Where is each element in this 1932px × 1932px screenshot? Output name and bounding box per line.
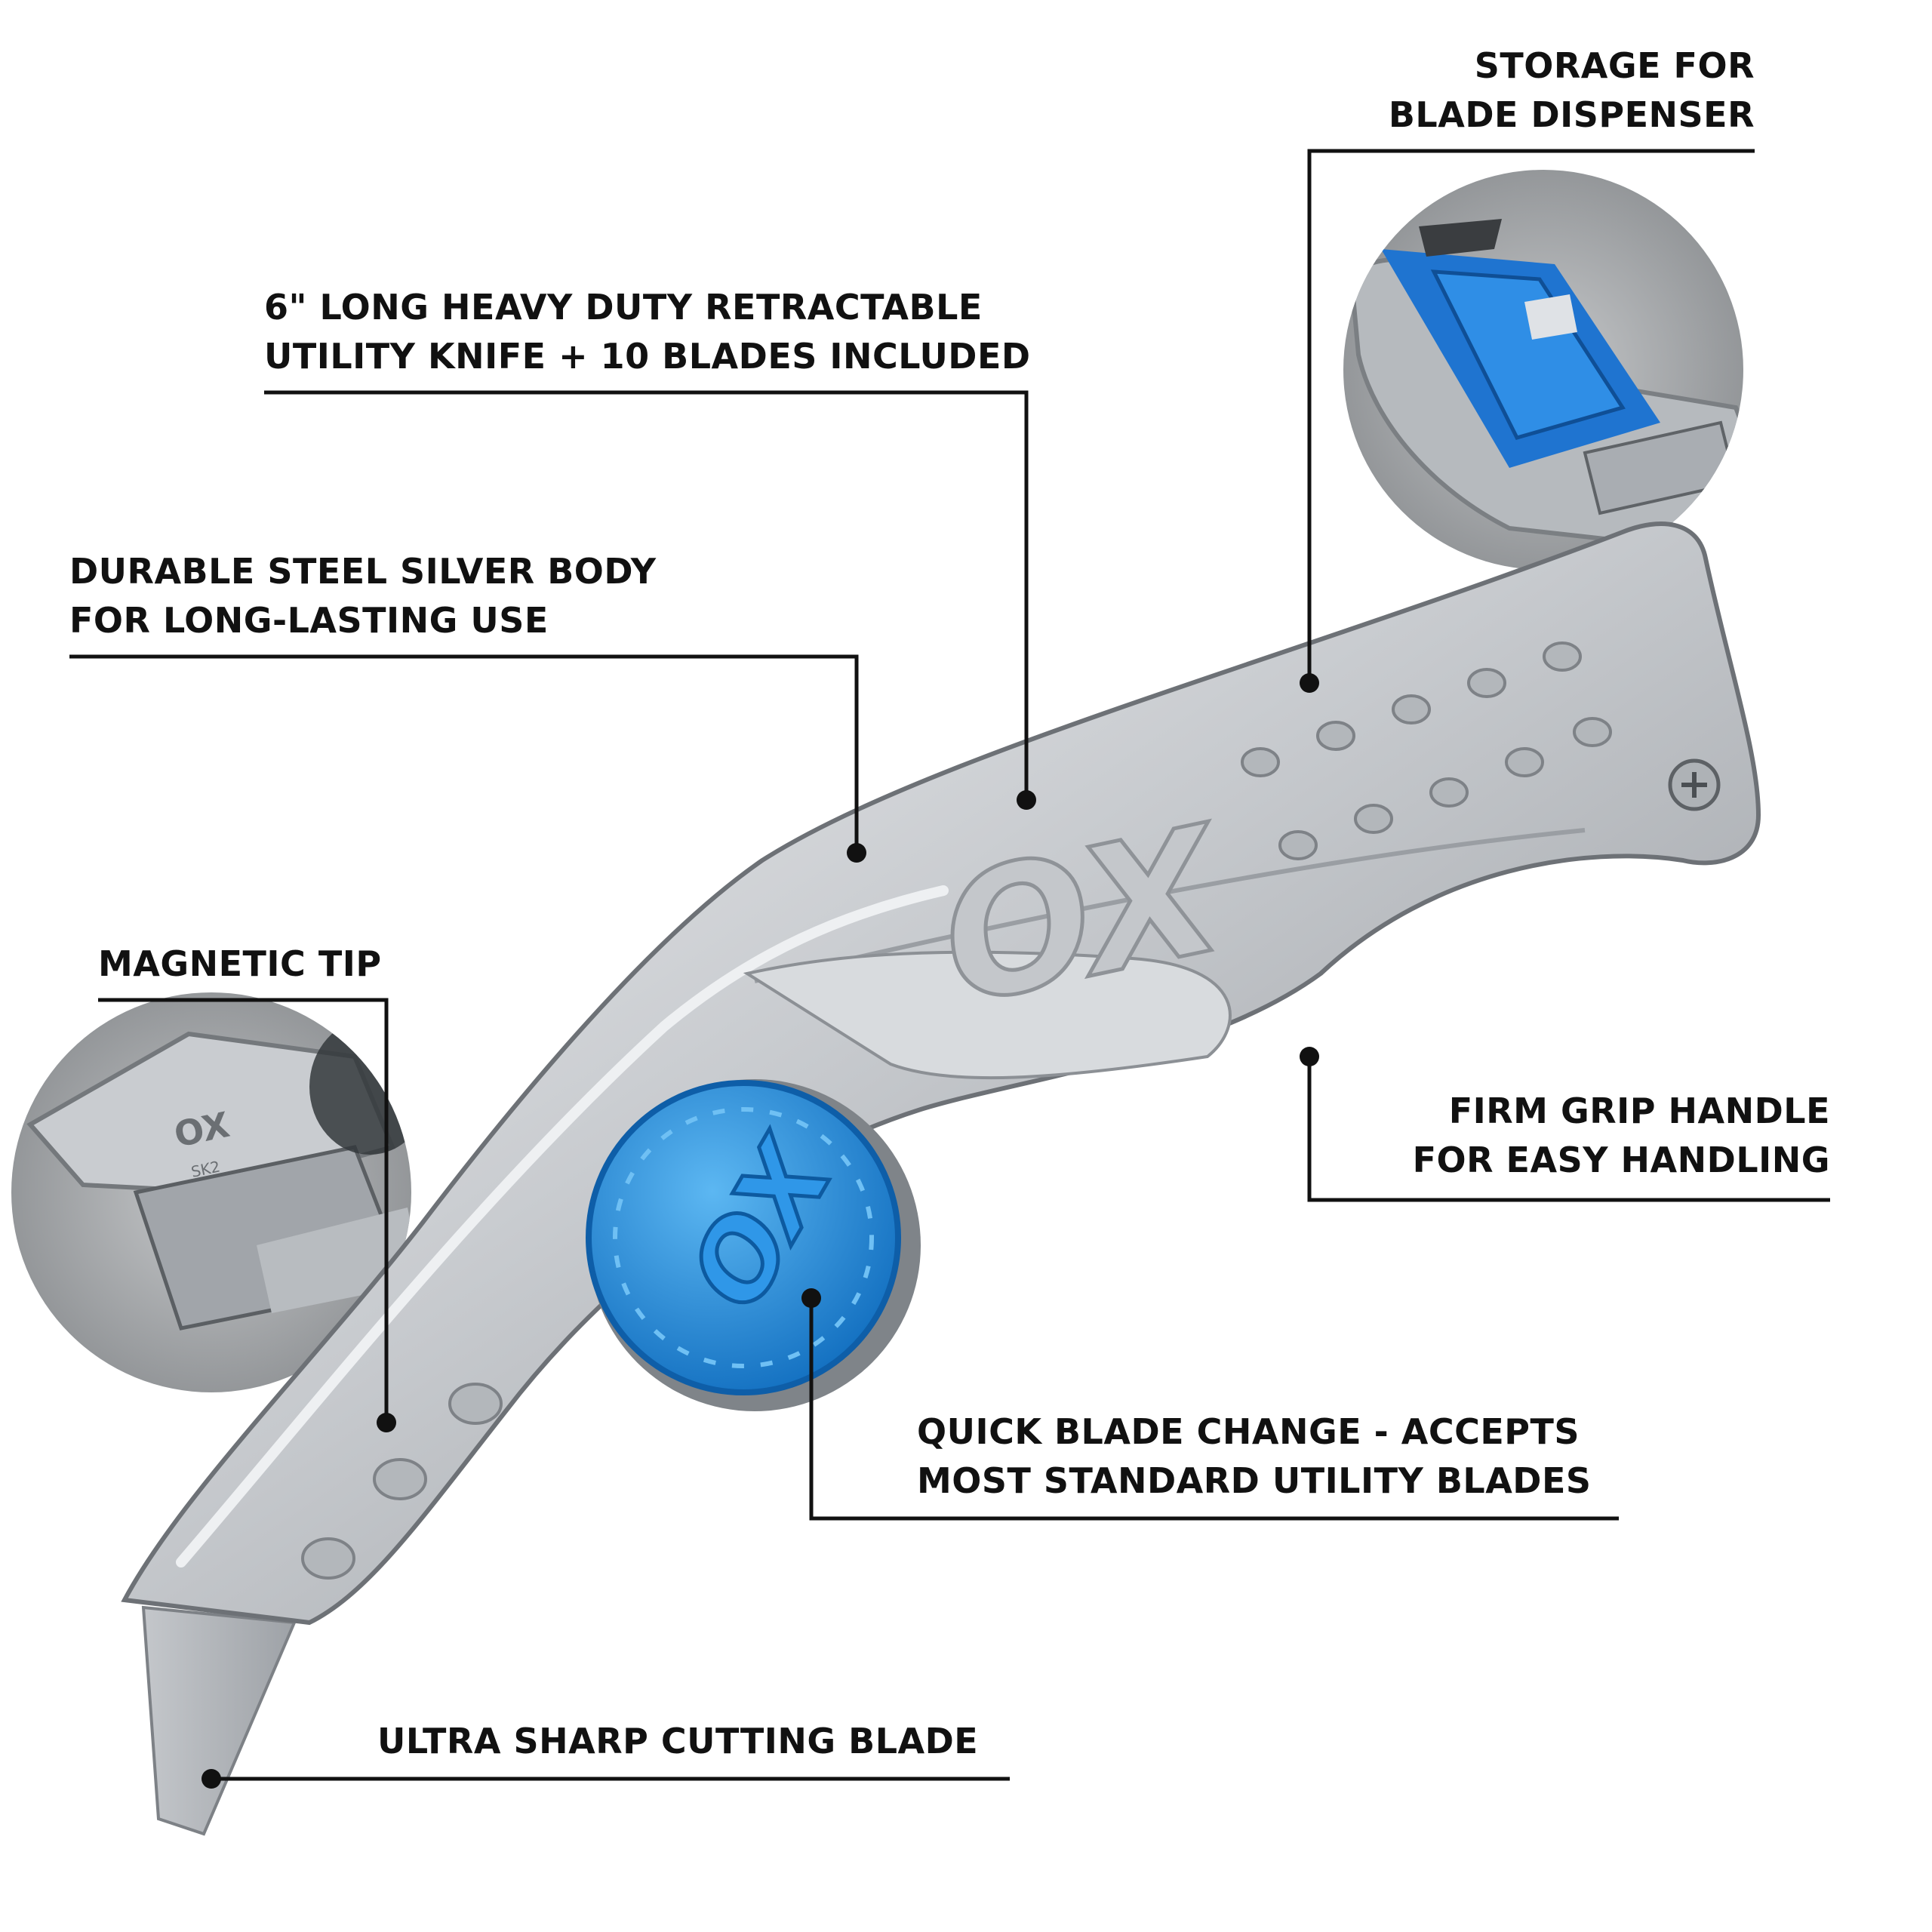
screw-icon	[1668, 758, 1721, 811]
callout-grip-line2: FOR EASY HANDLING	[1412, 1140, 1830, 1180]
callout-storage-line2: BLADE DISPENSER	[1388, 94, 1755, 135]
callout-length: 6" LONG HEAVY DUTY RETRACTABLE UTILITY K…	[264, 283, 1031, 381]
callout-dots	[202, 673, 1319, 1789]
callout-magnetic: MAGNETIC TIP	[98, 940, 382, 989]
callout-leader-lines	[69, 149, 1830, 1781]
cutting-blade	[141, 1605, 297, 1836]
callout-body-line2: FOR LONG-LASTING USE	[69, 600, 549, 641]
callout-storage-line1: STORAGE FOR	[1474, 45, 1755, 86]
callout-storage: STORAGE FOR BLADE DISPENSER	[1389, 42, 1755, 140]
callout-grip-line1: FIRM GRIP HANDLE	[1448, 1091, 1830, 1131]
callout-body-line1: DURABLE STEEL SILVER BODY	[69, 551, 657, 592]
callout-blade-change: QUICK BLADE CHANGE - ACCEPTS MOST STANDA…	[917, 1407, 1592, 1506]
callout-sharp: ULTRA SHARP CUTTING BLADE	[377, 1717, 978, 1766]
callout-length-line2: UTILITY KNIFE + 10 BLADES INCLUDED	[264, 336, 1031, 377]
callout-length-line1: 6" LONG HEAVY DUTY RETRACTABLE	[264, 287, 983, 328]
callout-grip: FIRM GRIP HANDLE FOR EASY HANDLING	[1413, 1087, 1830, 1185]
callout-blade-change-line2: MOST STANDARD UTILITY BLADES	[917, 1460, 1592, 1501]
grip-dimples	[301, 641, 1612, 1580]
callout-blade-change-line1: QUICK BLADE CHANGE - ACCEPTS	[917, 1411, 1580, 1452]
storage-inset-photo	[1343, 170, 1743, 570]
callout-sharp-line1: ULTRA SHARP CUTTING BLADE	[377, 1721, 979, 1761]
callout-magnetic-line1: MAGNETIC TIP	[98, 943, 382, 984]
callout-body: DURABLE STEEL SILVER BODY FOR LONG-LASTI…	[69, 547, 657, 645]
blade-change-wheel: OX	[586, 1079, 921, 1411]
